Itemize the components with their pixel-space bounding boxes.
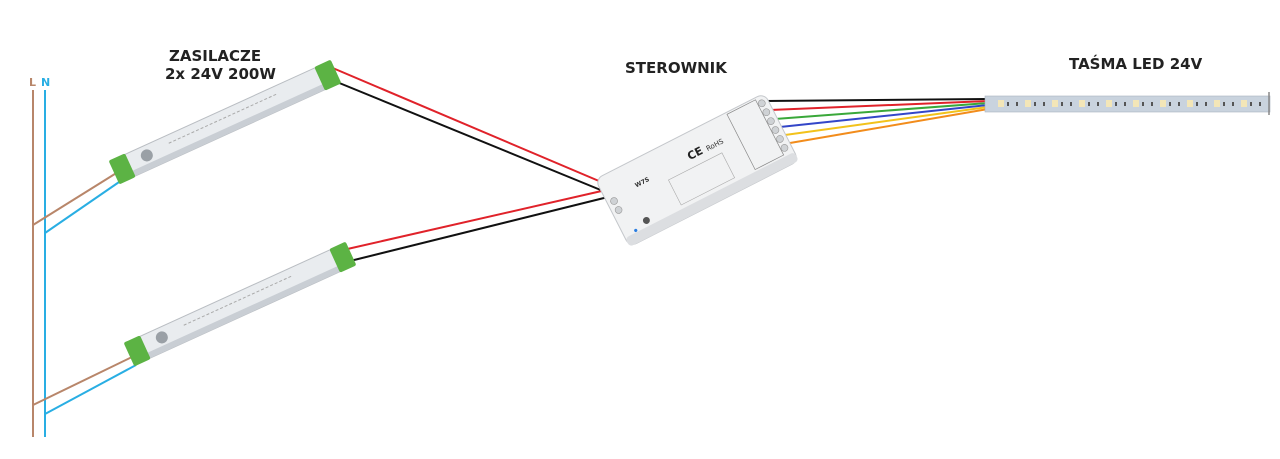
led-chip bbox=[1133, 100, 1139, 107]
led-chip bbox=[1151, 102, 1153, 106]
led-chip bbox=[1070, 102, 1072, 106]
led-chip bbox=[1007, 102, 1009, 106]
led-chip bbox=[998, 100, 1004, 107]
power-supplies-spec: 2x 24V 200W bbox=[165, 65, 276, 83]
ce-mark: CE bbox=[685, 144, 705, 163]
neutral-label: N bbox=[41, 76, 51, 89]
power-supply-2 bbox=[124, 242, 356, 366]
led-chip bbox=[1115, 102, 1117, 106]
output-wire-blue bbox=[779, 104, 989, 128]
controller: W7S CE RoHS bbox=[597, 95, 798, 246]
led-chip bbox=[1178, 102, 1180, 106]
led-chip bbox=[1241, 100, 1247, 107]
led-chip bbox=[1124, 102, 1126, 106]
psu1-live-lead bbox=[32, 171, 119, 226]
psu1-negative-wire bbox=[331, 79, 609, 194]
led-chip bbox=[1205, 102, 1207, 106]
led-chip bbox=[1097, 102, 1099, 106]
led-chip bbox=[1016, 102, 1018, 106]
led-chip bbox=[1250, 102, 1252, 106]
output-wire-red bbox=[769, 100, 989, 111]
led-chip bbox=[1106, 100, 1112, 107]
output-wire-yellow bbox=[784, 106, 989, 136]
led-chip bbox=[1079, 100, 1085, 107]
led-chip bbox=[1142, 102, 1144, 106]
led-strip bbox=[984, 92, 1271, 115]
psu1-positive-wire bbox=[327, 65, 607, 185]
strip-title: TAŚMA LED 24V bbox=[1069, 55, 1203, 73]
led-chip bbox=[1187, 100, 1193, 107]
led-chip bbox=[1214, 100, 1220, 107]
power-supplies-title: ZASILACZE bbox=[169, 47, 262, 65]
power-supply-1 bbox=[109, 60, 341, 184]
output-wires bbox=[764, 98, 989, 144]
led-chip bbox=[1196, 102, 1198, 106]
led-chip bbox=[1034, 102, 1036, 106]
output-wire-orange bbox=[789, 108, 989, 144]
psu2-live-lead bbox=[32, 356, 133, 406]
psu2-neutral-lead bbox=[44, 364, 137, 415]
led-chip bbox=[1232, 102, 1234, 106]
led-chip bbox=[1043, 102, 1045, 106]
psu1-neutral-lead bbox=[44, 179, 123, 234]
controller-title: STEROWNIK bbox=[625, 59, 727, 77]
led-chip bbox=[1259, 102, 1261, 106]
led-chip bbox=[1025, 100, 1031, 107]
led-chip bbox=[1088, 102, 1090, 106]
led-chip bbox=[1061, 102, 1063, 106]
output-wire-black bbox=[764, 98, 989, 102]
led-chip bbox=[1052, 100, 1058, 107]
led-chip bbox=[1223, 102, 1225, 106]
led-chip bbox=[1160, 100, 1166, 107]
output-wire-green bbox=[774, 102, 989, 120]
led-chip bbox=[1169, 102, 1171, 106]
live-label: L bbox=[29, 76, 37, 89]
psu2-positive-wire bbox=[342, 189, 607, 251]
psu2-negative-wire bbox=[345, 196, 609, 263]
